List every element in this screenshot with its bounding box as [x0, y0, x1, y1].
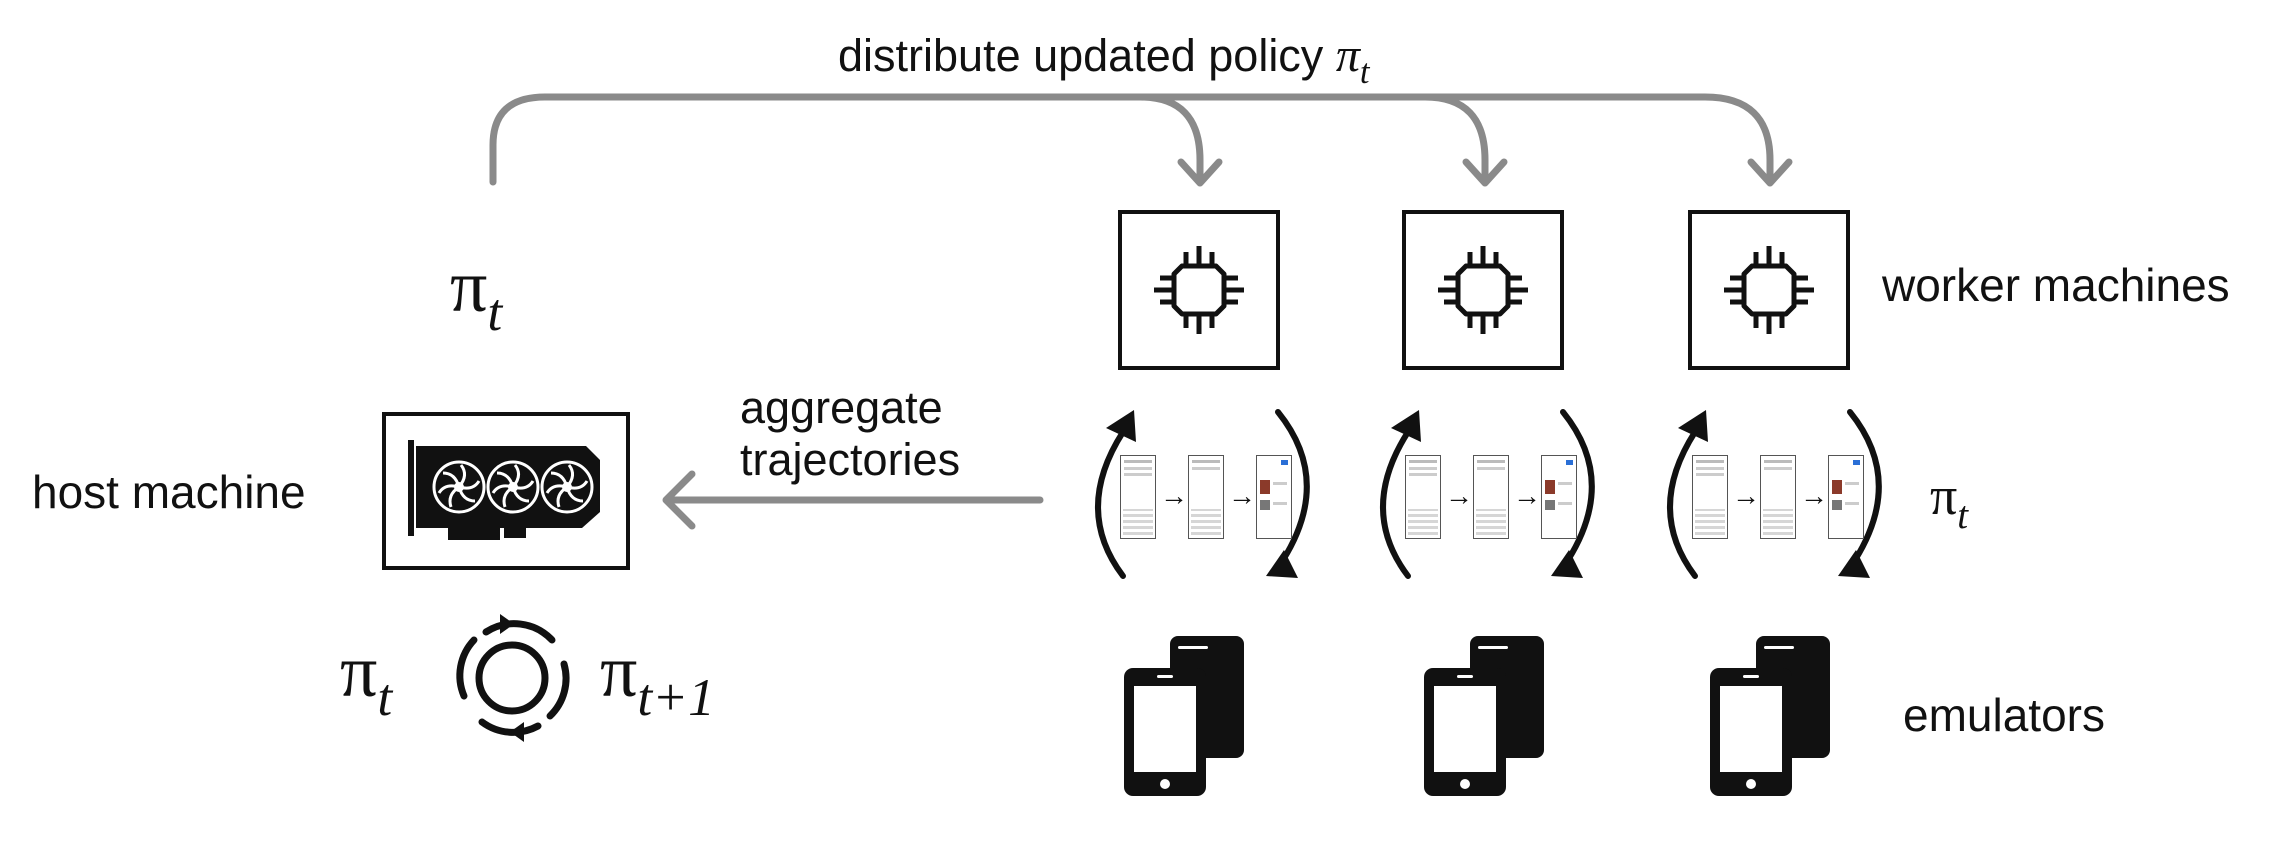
- screenshot-1: [1692, 455, 1728, 539]
- step-arrow-1: →: [1732, 480, 1760, 511]
- distribute-policy-symbol: π: [1335, 29, 1360, 82]
- emulators-label: emulators: [1903, 689, 2105, 741]
- distribute-label-text: distribute updated policy: [838, 30, 1324, 81]
- step-arrow-2: →: [1513, 480, 1541, 511]
- screenshot-2: [1760, 455, 1796, 539]
- worker-machines-label: worker machines: [1882, 259, 2230, 311]
- aggregate-label-line1: aggregate: [740, 382, 943, 433]
- distribute-arrow-branch-1: [1136, 93, 1204, 182]
- screenshot-1: [1405, 455, 1441, 539]
- update-from-policy: πt: [340, 630, 392, 727]
- gpu-card-icon: [408, 440, 600, 540]
- arrowhead-2: [1462, 158, 1508, 187]
- loop-arrows-icon: [1380, 409, 1595, 579]
- aggregate-label: aggregate trajectories: [740, 382, 960, 486]
- worker-machine-2: [1402, 210, 1564, 370]
- screenshot-3: [1541, 455, 1577, 539]
- update-to-symbol: π: [600, 631, 638, 713]
- worker-machine-3: [1688, 210, 1850, 370]
- aggregate-label-line2: trajectories: [740, 434, 961, 485]
- trajectory-loop-3: → →: [1650, 400, 1900, 590]
- distribute-policy-sub: t: [1359, 53, 1370, 92]
- update-to-policy: πt+1: [600, 630, 715, 727]
- trajectory-loop-1: → →: [1078, 400, 1328, 590]
- step-arrow-1: →: [1445, 480, 1473, 511]
- distribute-arrow-branch-2: [1421, 93, 1489, 182]
- screenshot-2: [1473, 455, 1509, 539]
- update-from-symbol: π: [340, 631, 378, 713]
- screenshot-2: [1188, 455, 1224, 539]
- update-to-sub: t+1: [637, 667, 715, 727]
- loop-arrows-icon: [1095, 409, 1310, 579]
- loop-policy: πt: [1930, 465, 1968, 537]
- step-arrow-2: →: [1800, 480, 1828, 511]
- smartphones-icon: [1710, 636, 1830, 796]
- cpu-chip-icon: [1438, 246, 1528, 334]
- aggregate-arrowhead: [662, 470, 696, 530]
- step-arrow-2: →: [1228, 480, 1256, 511]
- host-machine-label: host machine: [32, 466, 306, 518]
- distribute-label: distribute updated policy πt: [838, 28, 1369, 91]
- host-policy: πt: [450, 245, 502, 342]
- loop-policy-symbol: π: [1930, 466, 1958, 526]
- trajectory-loop-2: → →: [1363, 400, 1613, 590]
- screenshot-3: [1256, 455, 1292, 539]
- arrowhead-1: [1177, 158, 1223, 187]
- cpu-chip-icon: [1154, 246, 1244, 334]
- loop-arrows-icon: [1667, 409, 1882, 579]
- host-machine-box: [382, 412, 630, 570]
- host-policy-symbol: π: [450, 246, 488, 328]
- host-policy-sub: t: [487, 282, 503, 342]
- distribute-arrow-trunk: [489, 93, 1774, 186]
- screenshot-1: [1120, 455, 1156, 539]
- loop-policy-sub: t: [1957, 493, 1969, 537]
- arrowhead-3: [1747, 158, 1793, 187]
- screenshot-3: [1828, 455, 1864, 539]
- smartphones-icon: [1424, 636, 1544, 796]
- update-from-sub: t: [377, 667, 393, 727]
- cpu-chip-icon: [1724, 246, 1814, 334]
- refresh-cycle-icon: [456, 614, 570, 742]
- worker-machine-1: [1118, 210, 1280, 370]
- smartphones-icon: [1124, 636, 1244, 796]
- step-arrow-1: →: [1160, 480, 1188, 511]
